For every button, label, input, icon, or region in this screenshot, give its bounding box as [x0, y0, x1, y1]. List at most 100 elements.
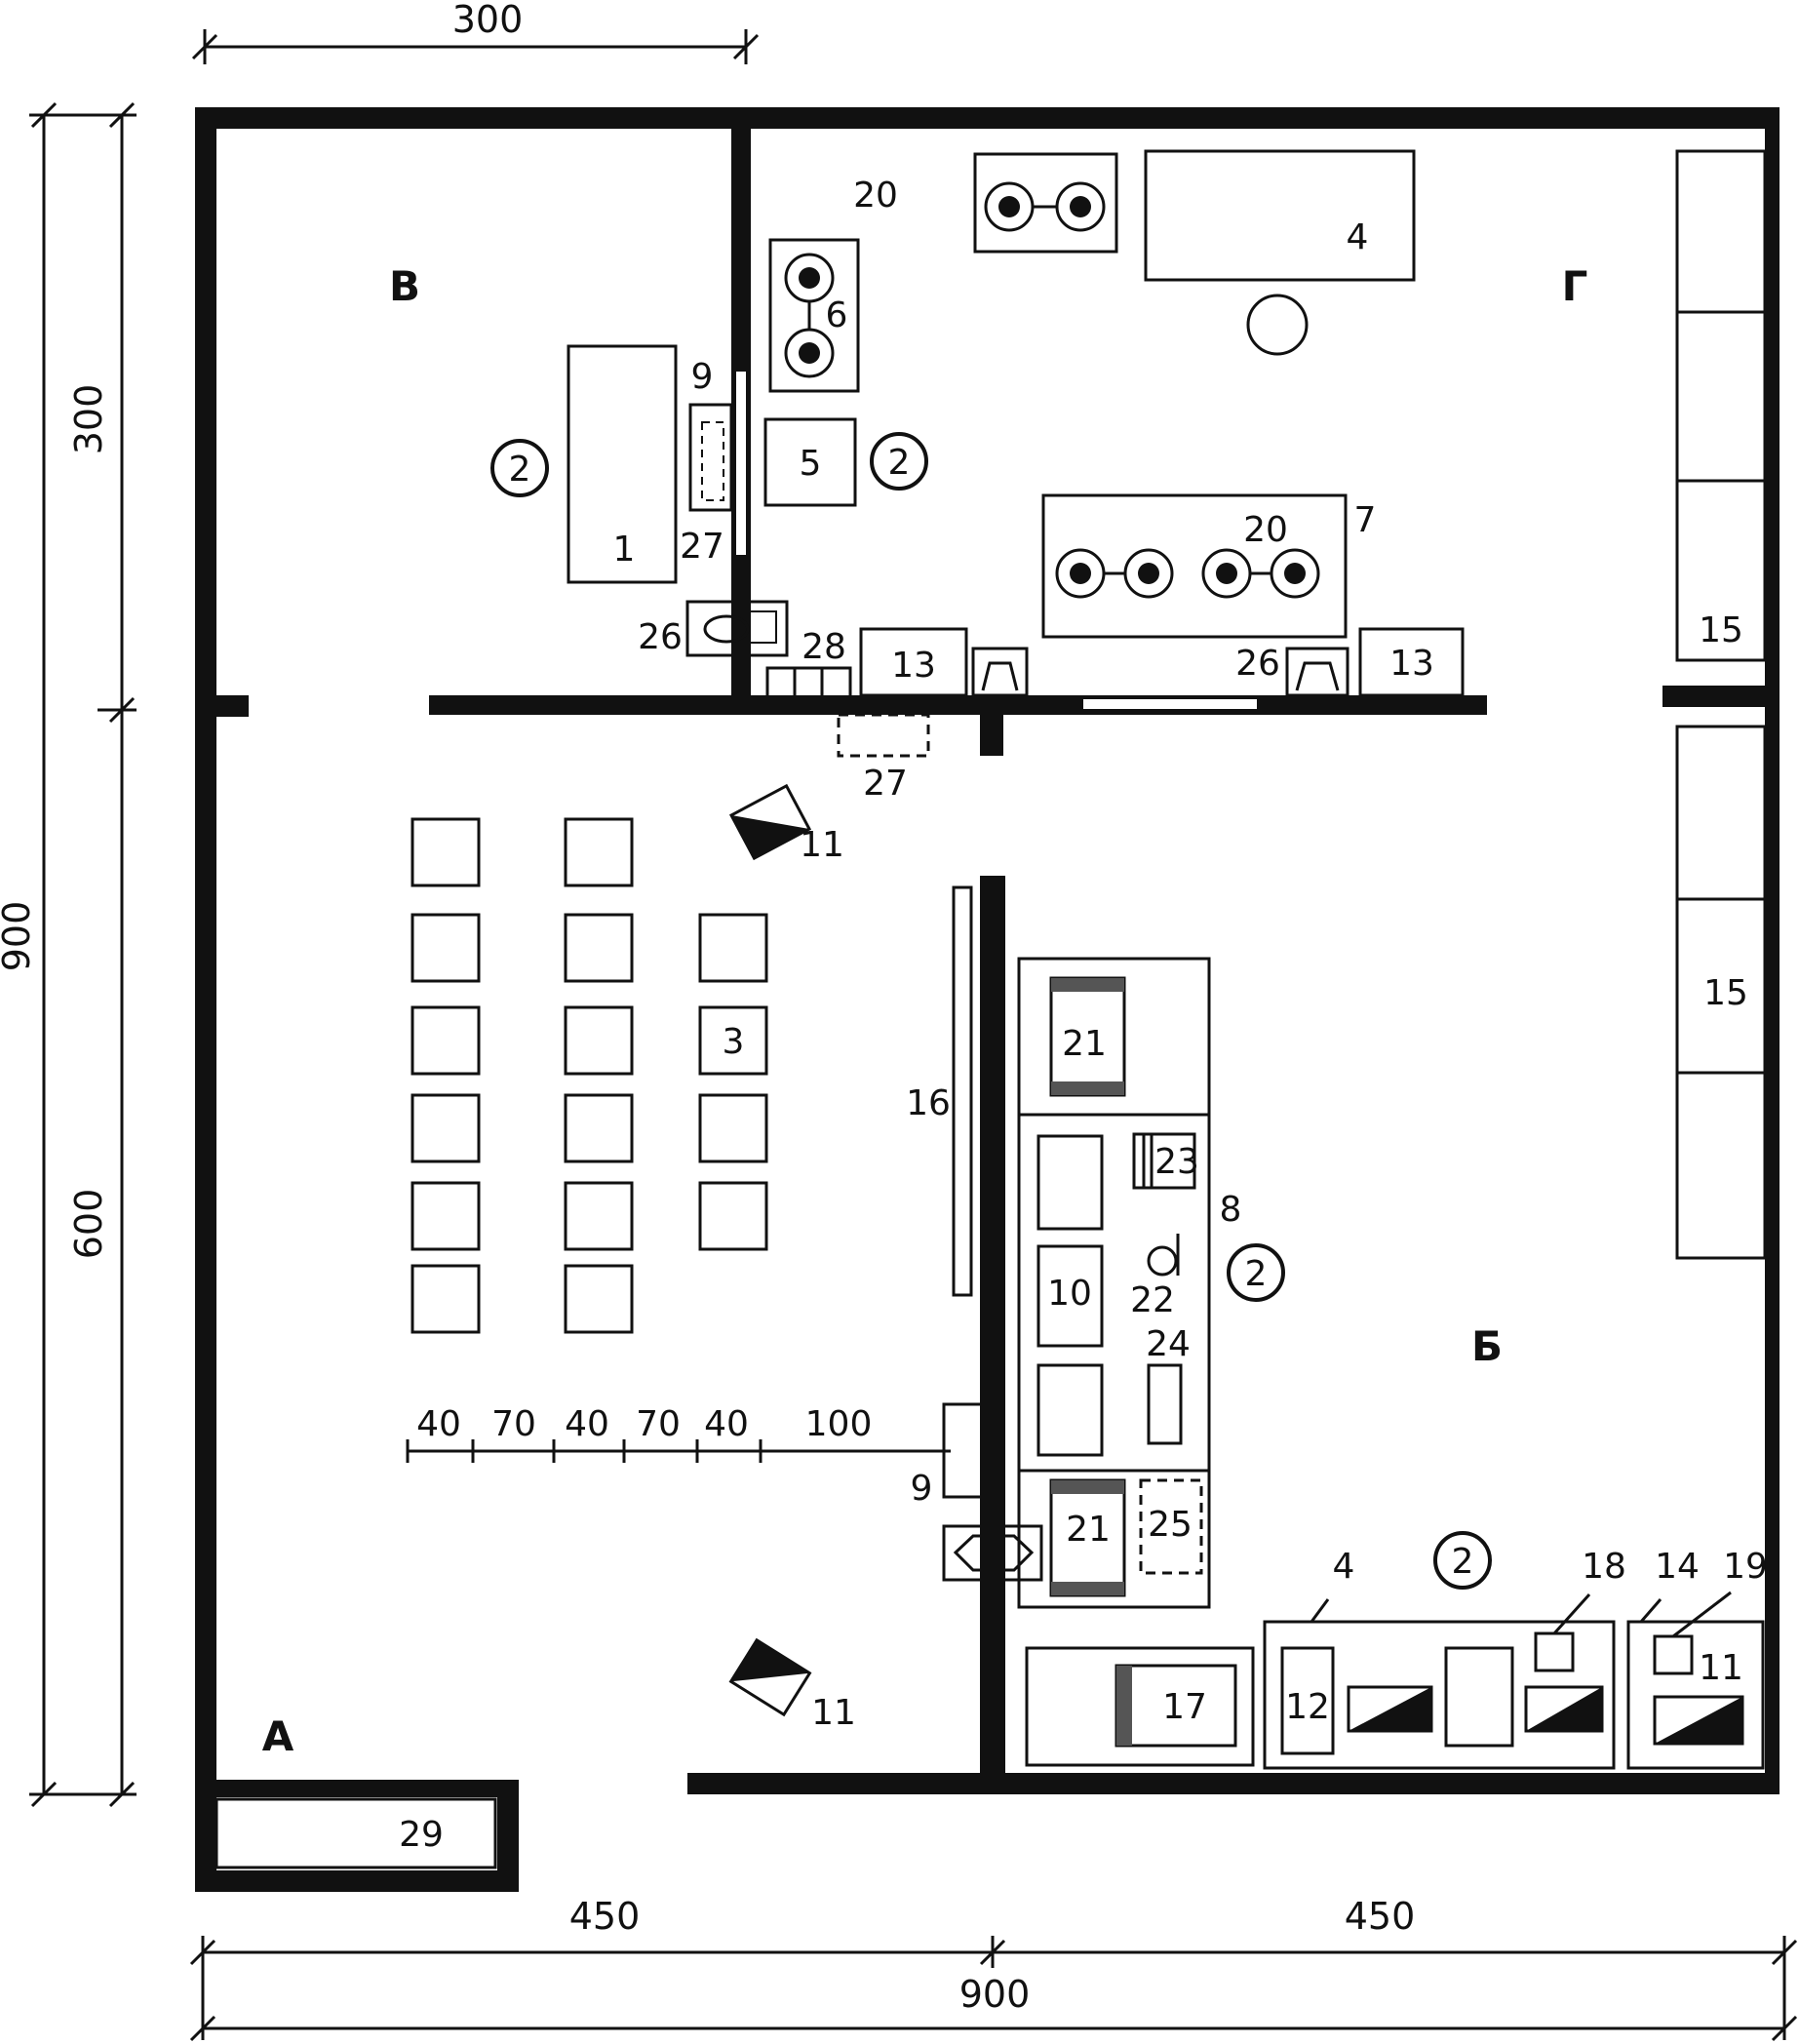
svg-text:22: 22 [1130, 1280, 1175, 1320]
spacing-70-b: 70 [636, 1404, 681, 1444]
svg-text:2: 2 [509, 450, 531, 490]
svg-text:2: 2 [888, 443, 911, 483]
svg-text:10: 10 [1047, 1274, 1092, 1314]
item-18: 18 [1534, 1547, 1626, 1672]
svg-text:7: 7 [1354, 500, 1377, 540]
label-20-top: 20 [853, 176, 898, 216]
svg-text:6: 6 [826, 295, 848, 335]
svg-text:15: 15 [1699, 610, 1743, 650]
svg-text:11: 11 [811, 1693, 856, 1733]
item-19: 19 [1653, 1547, 1768, 1675]
item-10: 10 [1036, 1244, 1104, 1348]
svg-text:23: 23 [1154, 1142, 1199, 1182]
round-object [1246, 294, 1309, 356]
item-4-bottom: 4 [1263, 1547, 1616, 1770]
item-5: 5 [763, 417, 857, 507]
dim-top-300: 300 [452, 0, 524, 41]
svg-text:21: 21 [1062, 1024, 1107, 1064]
svg-text:17: 17 [1162, 1687, 1207, 1727]
svg-text:25: 25 [1148, 1505, 1193, 1545]
marker-2-c: 2 [1227, 1243, 1285, 1302]
item-26-b: 26 [1235, 644, 1349, 697]
svg-text:11: 11 [800, 825, 844, 865]
item-7: 7 [1041, 493, 1377, 639]
dim-left-900: 900 [0, 901, 38, 972]
item-15-bottom: 15 [1675, 725, 1767, 1260]
item-cooker-c [1653, 1695, 1744, 1746]
item-28: 28 [765, 627, 852, 699]
item-sink-a [971, 647, 1029, 697]
svg-text:26: 26 [1235, 644, 1280, 684]
spacing-100: 100 [805, 1404, 873, 1444]
zone-v: В [389, 262, 420, 310]
svg-text:16: 16 [906, 1083, 951, 1123]
item-17: 17 [1025, 1646, 1255, 1767]
item-16: 16 [906, 885, 973, 1297]
item-21-a: 21 [1049, 976, 1126, 1097]
item-22: 22 [1130, 1234, 1180, 1320]
item-25: 25 [1139, 1478, 1203, 1575]
item-27-dashed: 27 [837, 713, 930, 804]
item-29: 29 [215, 1797, 497, 1869]
label-3: 3 [723, 1022, 745, 1062]
item-cell-c [1444, 1646, 1514, 1748]
svg-text:8: 8 [1220, 1190, 1242, 1230]
marker-2-a: 2 [490, 439, 549, 497]
marker-2-b: 2 [870, 432, 928, 491]
dim-bottom-450-right: 450 [1345, 1895, 1416, 1938]
svg-text:1: 1 [613, 530, 636, 570]
item-21-b: 21 [1049, 1478, 1126, 1597]
svg-text:15: 15 [1703, 973, 1748, 1013]
item-23: 23 [1132, 1132, 1199, 1190]
svg-text:2: 2 [1452, 1542, 1474, 1582]
svg-text:21: 21 [1066, 1510, 1111, 1550]
svg-text:4: 4 [1347, 217, 1369, 257]
dim-left-300: 300 [67, 384, 110, 455]
item-9-top: 9 [688, 357, 733, 512]
item-8: 8 [1017, 957, 1242, 1609]
desk-grid [411, 817, 768, 1334]
item-11-a: 11 [728, 783, 844, 865]
svg-text:2: 2 [1245, 1254, 1268, 1294]
svg-text:29: 29 [399, 1815, 444, 1855]
svg-text:28: 28 [802, 627, 846, 667]
item-12: 12 [1280, 1646, 1335, 1755]
spacing-40-b: 40 [565, 1404, 609, 1444]
svg-text:9: 9 [911, 1469, 933, 1509]
svg-text:12: 12 [1285, 1687, 1330, 1727]
label-20-mid: 20 [1243, 510, 1288, 550]
dim-bottom-450-left: 450 [569, 1895, 641, 1938]
dim-left-600: 600 [67, 1189, 110, 1260]
item-4-top: 4 [1144, 149, 1416, 282]
zone-a: А [262, 1712, 294, 1760]
item-cell-b [1036, 1363, 1104, 1457]
svg-text:19: 19 [1723, 1547, 1768, 1587]
svg-text:26: 26 [638, 617, 683, 657]
svg-text:13: 13 [1389, 644, 1434, 684]
walls [195, 107, 1779, 1892]
spacing-70-a: 70 [491, 1404, 536, 1444]
item-13-b: 13 [1358, 627, 1465, 697]
item-stove-top [973, 152, 1118, 254]
svg-text:27: 27 [863, 764, 908, 804]
svg-text:14: 14 [1655, 1547, 1700, 1587]
svg-text:18: 18 [1582, 1547, 1626, 1587]
svg-text:9: 9 [691, 357, 714, 397]
item-14: 14 [1626, 1547, 1765, 1770]
dim-bottom-900: 900 [959, 1973, 1031, 2016]
item-26-a: 26 [638, 600, 789, 657]
spacing-40-a: 40 [416, 1404, 461, 1444]
item-24: 24 [1146, 1324, 1191, 1445]
marker-2-d: 2 [1433, 1531, 1492, 1590]
item-6: 6 [768, 238, 860, 393]
zone-g: Г [1562, 262, 1588, 310]
svg-text:4: 4 [1333, 1547, 1355, 1587]
spacing-40-c: 40 [704, 1404, 749, 1444]
svg-text:13: 13 [891, 646, 936, 686]
svg-text:5: 5 [800, 444, 822, 484]
item-door-hex [942, 1524, 1043, 1582]
item-1: 1 [567, 344, 678, 584]
svg-text:24: 24 [1146, 1324, 1191, 1364]
